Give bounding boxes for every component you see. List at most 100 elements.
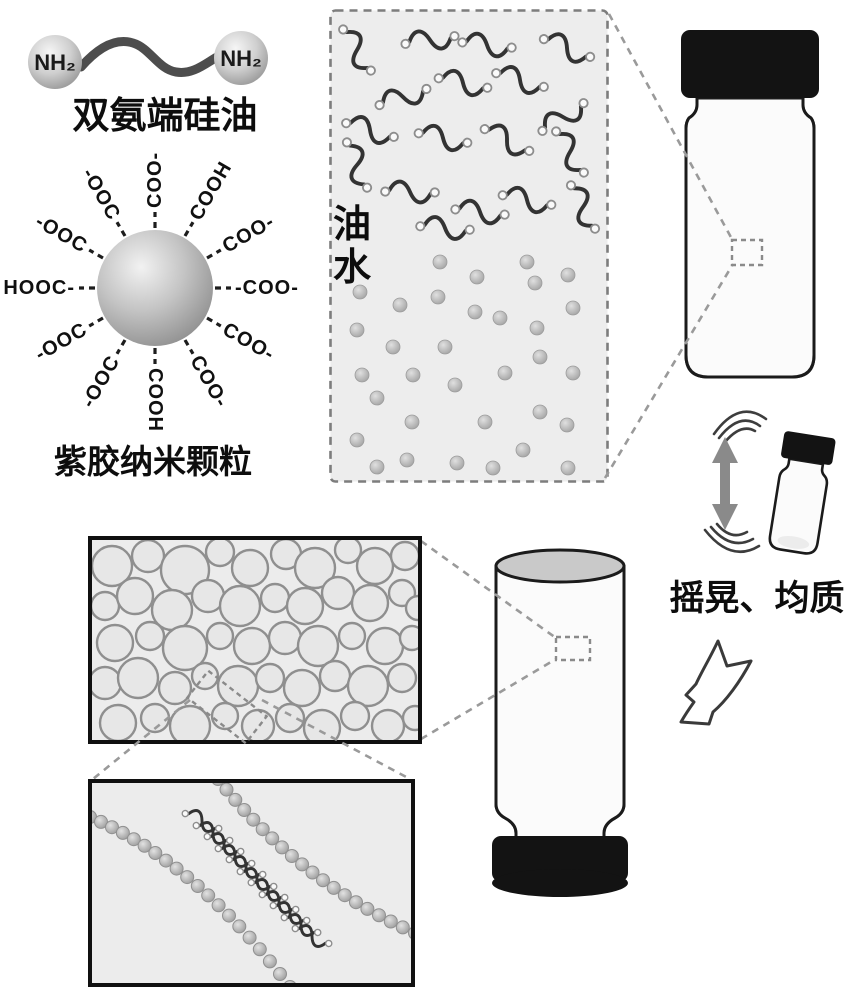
shake-vial-glass xyxy=(768,457,829,555)
bead-chains xyxy=(92,783,411,983)
emulsion-droplet xyxy=(333,540,363,565)
water-nanoparticle xyxy=(527,275,543,291)
nanoparticle-bead xyxy=(159,853,173,868)
emulsion-droplet xyxy=(365,626,405,666)
nanoparticle-bead xyxy=(395,920,410,935)
water-nanoparticle xyxy=(354,367,370,383)
nanoparticle-bead xyxy=(246,812,261,827)
nanoparticle-bead xyxy=(337,888,352,903)
emulsion-droplet xyxy=(210,701,240,731)
water-nanoparticle xyxy=(467,304,483,320)
emulsion-droplet xyxy=(282,668,322,708)
emulsion-droplet xyxy=(218,584,262,628)
nanoparticle-bead xyxy=(273,967,287,981)
water-nanoparticle xyxy=(349,322,365,338)
emulsion-droplet xyxy=(92,590,121,622)
water-nanoparticle xyxy=(432,254,448,270)
emulsion-droplet xyxy=(274,702,306,734)
zoom-connector-bot-2 xyxy=(261,698,411,781)
nanoparticle-bead xyxy=(265,831,280,846)
vibration-arc-icon xyxy=(717,419,762,440)
nanoparticle-bead xyxy=(148,846,163,860)
shake-vial xyxy=(768,431,836,555)
emulsion-droplet xyxy=(98,703,138,740)
top-vial xyxy=(603,13,819,479)
emulsion-droplet xyxy=(285,586,325,626)
zoom-connector-mid-1 xyxy=(420,539,557,640)
bottom-vial-zoom-region xyxy=(554,635,592,662)
water-nanoparticle xyxy=(532,404,548,420)
np-arm-dash xyxy=(115,339,127,355)
water-nanoparticle xyxy=(405,367,421,383)
emulsion-droplet xyxy=(204,540,236,568)
emulsion-droplet xyxy=(130,540,166,574)
nanoparticle-bead xyxy=(305,865,320,880)
bottom-vial-glass-outline xyxy=(494,564,626,841)
nanoparticle-bead xyxy=(326,880,341,895)
emulsion-droplet xyxy=(398,624,418,652)
water-nanoparticle xyxy=(560,267,576,283)
np-arm-dash xyxy=(206,316,222,328)
emulsion-droplet xyxy=(339,700,371,732)
nanoparticle-bead xyxy=(232,919,247,934)
emulsion-droplet xyxy=(230,548,270,588)
water-nanoparticle xyxy=(529,320,545,336)
emulsion-droplet xyxy=(240,708,276,740)
emulsion-droplet xyxy=(92,544,134,588)
emulsion-droplet xyxy=(386,662,418,694)
emulsion-droplet xyxy=(161,624,209,672)
np-arm-label: COO- xyxy=(185,352,232,412)
nanoparticle-bead xyxy=(349,895,363,910)
water-label: 水 xyxy=(333,247,372,289)
diamine-silicone-label: 双氨端硅油 xyxy=(73,95,258,136)
zoom-connector-top-2 xyxy=(603,263,735,479)
water-nanoparticle xyxy=(392,297,408,313)
nanoparticle-bead xyxy=(316,873,330,888)
zoom-connector-mid-2 xyxy=(420,657,557,741)
np-arm-label: -OOC xyxy=(77,352,124,412)
zoom-connector-top-1 xyxy=(607,13,735,242)
emulsion-droplet xyxy=(232,626,272,666)
np-arm-label: COOH xyxy=(185,158,236,224)
emulsion-droplet xyxy=(370,708,406,740)
shake-vial-cap xyxy=(781,431,836,465)
emulsion-droplet xyxy=(254,662,286,694)
nanoparticle-bead xyxy=(222,908,236,923)
nanoparticle-bead xyxy=(115,825,130,840)
np-arm-label: HOOC- xyxy=(3,277,75,299)
np-arm-dash xyxy=(183,339,195,355)
shake-step: 摇晃、均质 xyxy=(669,410,845,726)
emulsion-droplet xyxy=(95,623,135,663)
np-arm-label: -OOC xyxy=(32,210,92,257)
shake-arrow-icon xyxy=(712,437,738,530)
nanoparticle-bead xyxy=(408,927,411,939)
water-nanoparticle xyxy=(369,390,385,406)
emulsion-droplet xyxy=(350,583,390,623)
nanoparticle-bead xyxy=(126,832,141,847)
emulsion-droplet xyxy=(267,620,303,656)
water-nanoparticle xyxy=(369,459,385,475)
water-nanoparticle xyxy=(515,442,531,458)
nh2-label-left: NH₂ xyxy=(34,50,76,75)
nanoparticle-bead xyxy=(262,954,277,969)
nanoparticle-bead xyxy=(383,914,398,929)
np-arm-label: COO- xyxy=(219,318,279,365)
emulsion-droplet xyxy=(115,576,155,616)
water-particles xyxy=(349,254,581,476)
nh2-sphere-right xyxy=(214,31,268,85)
amino-silicone-legend: NH₂ NH₂ 双氨端硅油 xyxy=(28,31,268,136)
emulsion-box xyxy=(88,536,422,781)
shake-vial-bottom-shade xyxy=(777,535,810,549)
nanoparticle-bead xyxy=(211,898,226,913)
emulsion-droplet xyxy=(302,708,342,740)
emulsion-droplet xyxy=(92,665,123,701)
top-vial-cap xyxy=(681,30,819,98)
water-nanoparticle xyxy=(437,339,453,355)
nanoparticle-bead xyxy=(169,861,184,876)
bottom-vial xyxy=(420,539,628,897)
shake-homogenize-label: 摇晃、均质 xyxy=(669,579,844,618)
nanoparticle-bead xyxy=(180,870,195,885)
water-nanoparticle xyxy=(447,377,463,393)
